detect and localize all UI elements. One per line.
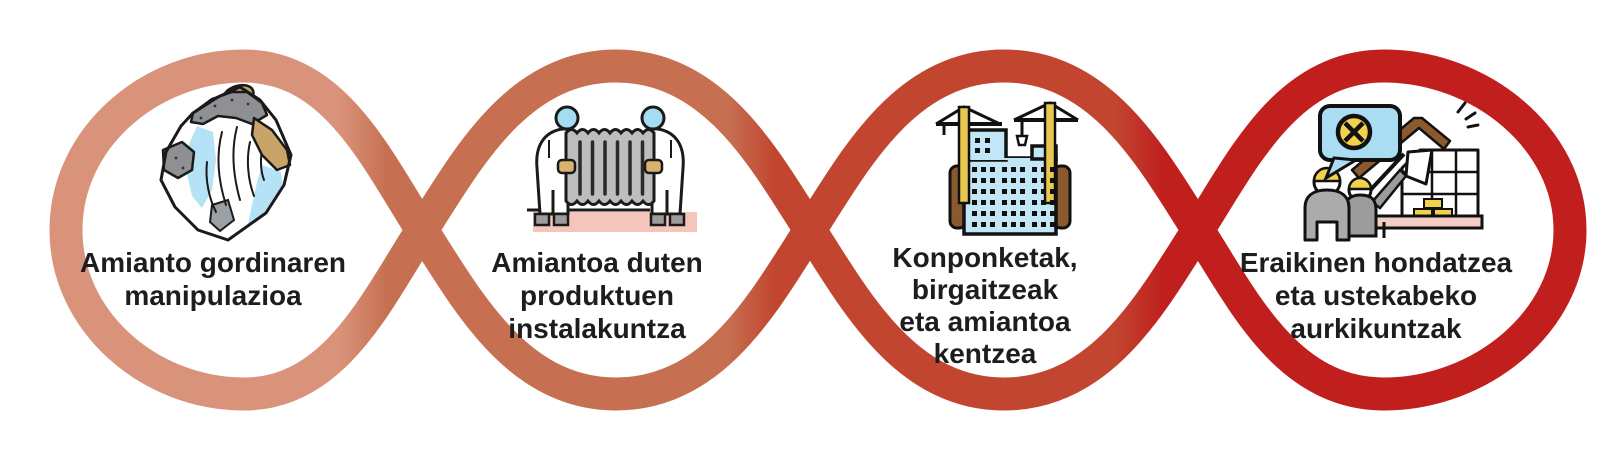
step-2-line-3: instalakuntza [508,313,686,344]
step-2-line-1: Amiantoa duten [491,247,703,278]
step-4-line-2: eta ustekabeko [1274,280,1478,311]
building-with-cranes-icon [935,101,1079,236]
step-3-line-4: kentzea [933,338,1037,369]
step-3-line-2: birgaitzeak [911,274,1059,305]
step-2-label: Amiantoa duten produktuen instalakuntza [427,246,767,345]
step-4-line-3: aurkikuntzak [1290,313,1462,344]
raw-asbestos-rock-icon [159,83,293,242]
step-2-line-2: produktuen [520,280,674,311]
step-4-label: Eraikinen hondatzea eta ustekabeko aurki… [1206,246,1546,345]
step-4-line-1: Eraikinen hondatzea [1239,247,1513,278]
step-3-line-3: eta amiantoa [899,306,1071,337]
step-3-label: Konponketak, birgaitzeak eta amiantoa ke… [815,242,1155,370]
workers-demolition-warning-icon [1303,101,1484,242]
step-1-label: Amianto gordinaren manipulazioa [43,246,383,312]
step-1-line-1: Amianto gordinaren [79,247,346,278]
workers-carrying-radiator-icon [527,105,697,232]
step-1-line-2: manipulazioa [124,280,302,311]
step-3-line-1: Konponketak, [892,242,1078,273]
chain-ribbon [49,49,1587,411]
